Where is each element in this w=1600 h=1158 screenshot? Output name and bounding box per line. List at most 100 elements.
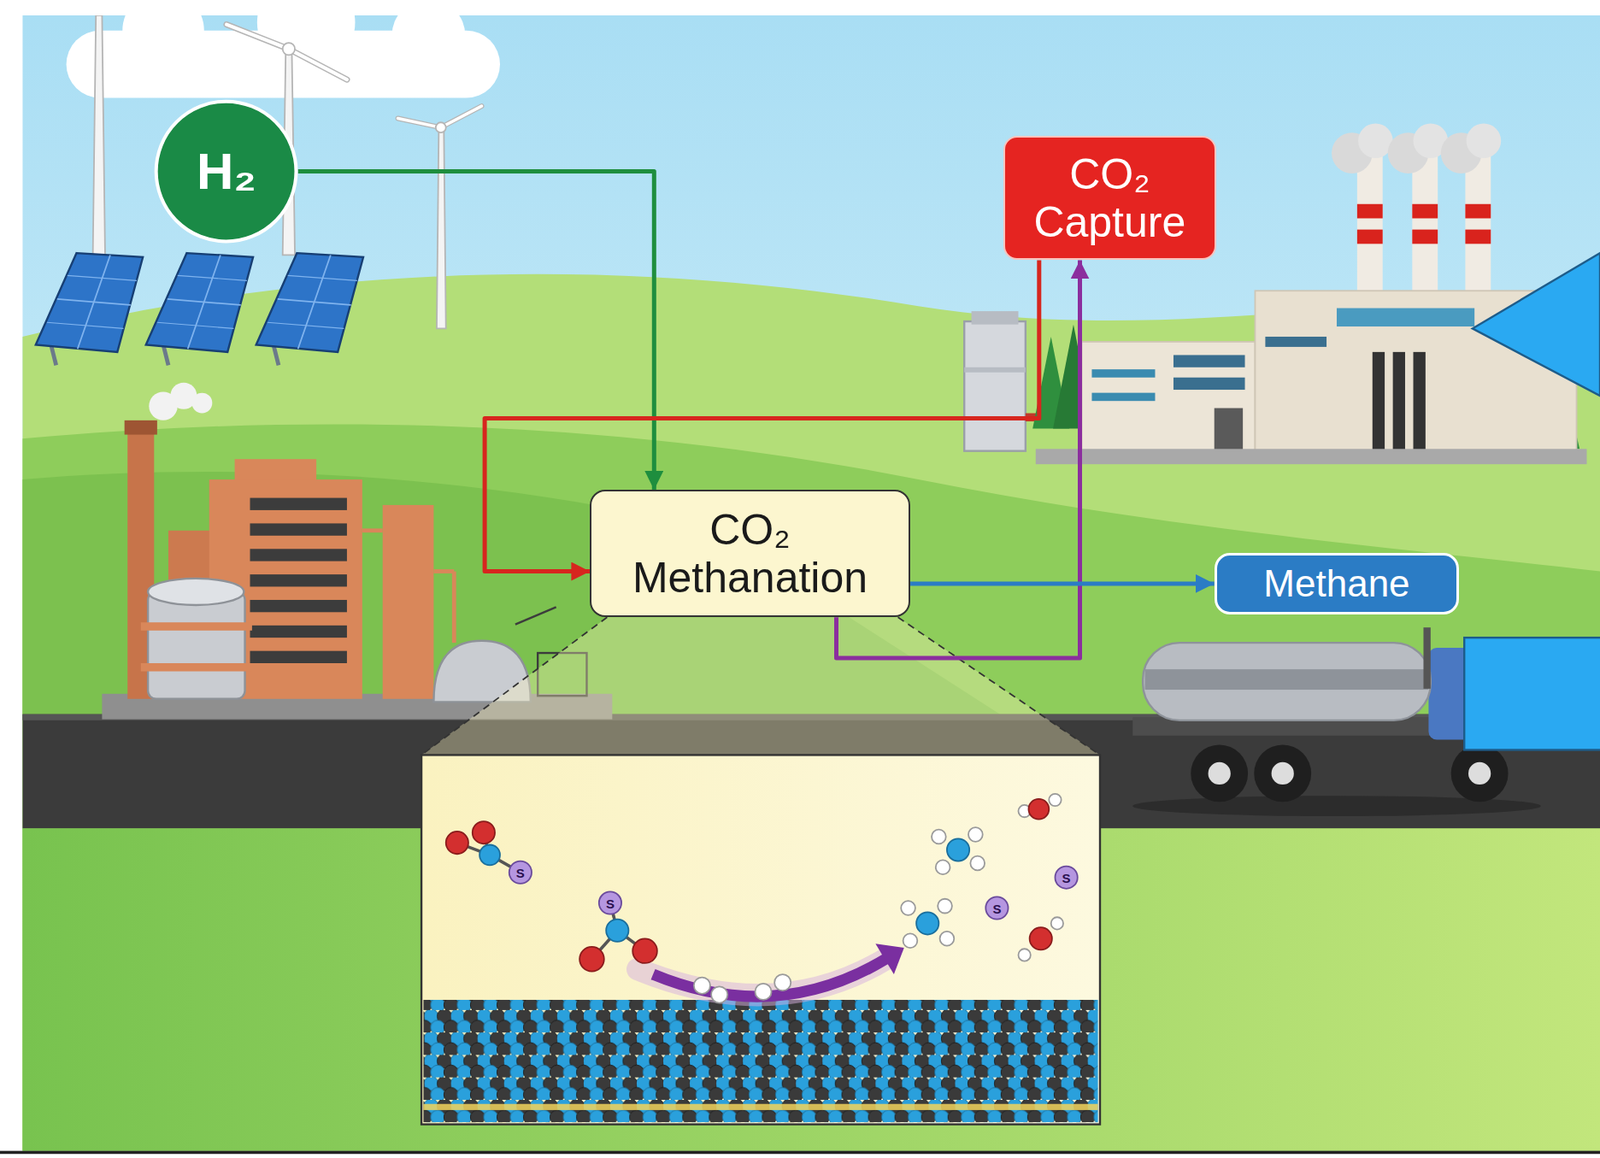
panel-leg [51, 345, 57, 366]
zoom-leader [421, 617, 607, 755]
methane-molecule [931, 827, 985, 875]
stack-band [1464, 229, 1491, 245]
factory-base [1035, 448, 1588, 465]
plant-window [250, 523, 348, 536]
plant-window [250, 600, 348, 612]
hydrogen-circle: H₂ [154, 100, 298, 243]
solar-panel [256, 252, 364, 353]
oxygen-atom [1028, 799, 1049, 820]
stack-band [1411, 229, 1438, 245]
hydrogen-atom [937, 899, 953, 914]
oxygen-atom [1029, 927, 1053, 950]
tank-band [141, 622, 253, 631]
co2-molecule [579, 891, 658, 971]
scene [22, 15, 1600, 1152]
factory-pillar [1372, 352, 1385, 454]
flow-arrow [910, 581, 1215, 586]
stack-band [1357, 229, 1383, 245]
truck-wheel [1190, 744, 1248, 802]
plant-pipe [433, 569, 454, 574]
hydrogen-atom [711, 986, 728, 1003]
water-molecule [1017, 917, 1064, 961]
hydrogen-atom [1017, 948, 1030, 961]
smokestack [1357, 152, 1383, 296]
far-hill [22, 274, 1600, 1152]
factory-pillar [1413, 352, 1426, 454]
node-label: CO₂ Methanation [601, 505, 898, 602]
tower-cap [971, 311, 1019, 325]
sorbent-atom [509, 861, 532, 884]
turbine-blade [441, 105, 483, 128]
sorbent-atom [1054, 866, 1077, 889]
tank-top [147, 578, 244, 606]
turbine-blade [398, 117, 442, 128]
plant-column [382, 505, 435, 700]
atom-symbol: S [992, 901, 1001, 915]
wheel-hub [1271, 762, 1295, 785]
factory-hall [1082, 341, 1256, 454]
wheel-hub [1468, 762, 1491, 785]
truck-tank [1142, 642, 1431, 721]
smoke [191, 393, 212, 414]
turbine-blade [288, 48, 348, 80]
zoom-cone [421, 617, 1100, 755]
panel-leg [273, 345, 279, 366]
chimney-rim [124, 420, 158, 436]
factory-pillar [1393, 352, 1406, 454]
oxygen-atom [632, 938, 658, 964]
methane-molecule [900, 899, 954, 948]
capture-box: CO₂ Capture [1003, 135, 1217, 261]
hydrogen-atom [1051, 917, 1064, 930]
hydrogen-atom [774, 974, 791, 991]
truck-wheel [1253, 744, 1312, 802]
truck-wheel [1451, 744, 1509, 802]
factory-window [1173, 354, 1246, 367]
oxygen-atom [472, 821, 495, 844]
callout-pointer [1472, 252, 1600, 396]
solar-panel [35, 252, 143, 353]
zoom-inset [421, 617, 1100, 1124]
tank-band [1145, 669, 1430, 690]
atom-symbol: S [605, 896, 615, 910]
inset-frame [421, 754, 1100, 1124]
cloud-puff [122, 15, 205, 72]
factory-door [1214, 408, 1243, 452]
cloud-puff [391, 15, 465, 73]
turbine-tower [93, 15, 106, 256]
smokestack [1411, 152, 1438, 296]
node-label: CO₂ Capture [1015, 150, 1205, 247]
stack-band [1357, 204, 1383, 219]
hydrogen-atom [935, 859, 951, 875]
support-layer [423, 1104, 1098, 1111]
methanation-plant [101, 382, 612, 720]
smokestack [1464, 152, 1491, 296]
process-box: CO₂ Methanation [589, 489, 910, 618]
turbine-blade [441, 105, 483, 128]
cloud [66, 15, 500, 99]
sky [22, 15, 1600, 1152]
turbine-blade [226, 24, 289, 50]
turbine-hub [282, 42, 295, 55]
tower-band [964, 367, 1026, 373]
hydrogen-atom [1048, 794, 1061, 806]
factory-window [1264, 336, 1327, 348]
sorbent-atom [599, 891, 622, 914]
hydrogen-atom [970, 856, 985, 871]
carbon-atom [605, 919, 629, 942]
bottom-rule [0, 1151, 1600, 1155]
storage-tank [147, 591, 245, 699]
tank-band [141, 663, 253, 672]
hydrogen-atom [940, 931, 955, 947]
turbine-hub [435, 122, 447, 133]
factory-window [1173, 377, 1246, 390]
stack-band [1464, 204, 1491, 219]
plant-pipe [362, 528, 383, 533]
factory-window [1091, 393, 1155, 402]
turbine-blade [226, 24, 289, 50]
product-box: Methane [1214, 552, 1460, 615]
wheel-hub [1208, 762, 1231, 785]
catalyst-surface [423, 1000, 1098, 1123]
turbine-blade [288, 48, 348, 80]
sorbent-atom [985, 896, 1008, 919]
